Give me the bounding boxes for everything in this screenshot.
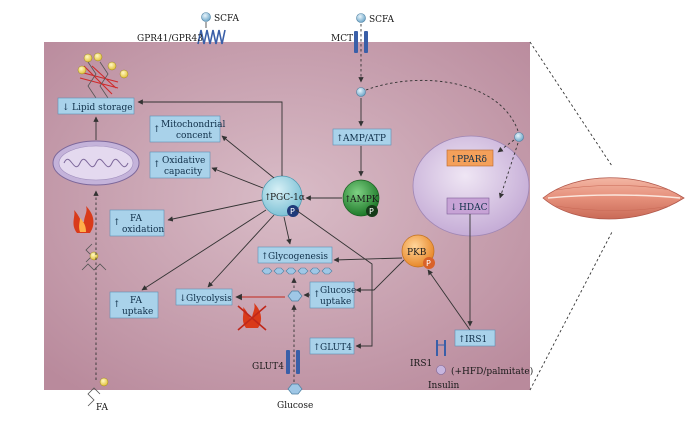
lipid-storage-arrow: ↓ [62,103,70,113]
muscle-icon [542,177,685,220]
glut4-transporter-icon [286,350,300,374]
irs1-to-pkb-arrow [427,269,471,331]
glut4-box [309,337,355,355]
lipid-storage-box [57,97,135,115]
amp-atp-text: AMP/ATP [342,134,386,144]
pgc-to-fauptake-arrow [141,209,267,291]
oxidative-capacity-line1: Oxidative [162,156,205,166]
glut4-transporter-label: GLUT4 [252,362,284,372]
glucose-uptake-box [309,281,355,309]
pgc1a-text: PGC-1α [270,193,305,203]
pkb-text: PKB [407,248,427,258]
scfa-intracellular-ball [356,87,366,97]
glucose-extracellular-icon [287,383,303,395]
ampk-text: AMPK [349,195,379,205]
amp-atp-box [332,128,392,146]
pgc-to-glycogen-arrow [283,216,292,245]
glucose-uptake-line2: uptake [320,297,351,307]
ppar-text: PPARδ [457,155,487,165]
gpr-label: GPR41/GPR43 [137,34,203,44]
mito-concent-line2: concent [176,131,212,141]
nuclear-ball-to-ppar [497,139,515,153]
glycogenesis-arrow: ↑ [261,252,269,262]
mitochondrion-icon [52,140,140,186]
pgc1a-arrow: ↑ [264,193,272,203]
hfd-label: (+HFD/palmitate) [451,366,533,377]
pgc-to-faox-arrow [167,199,263,222]
scfa-right-label: SCFA [369,15,395,25]
pgc-to-mito-arrow [221,135,275,179]
irs1-box-text: IRS1 [465,335,487,345]
mito-concent-arrow: ↑ [153,125,161,135]
ampk-node: ↑ AMPK P [342,179,380,217]
ppar-box [446,149,494,167]
ampk-badge: P [369,207,374,216]
mct-label: MCT [331,34,353,44]
pkb-to-uptake-arrow [355,259,405,293]
pkb-badge: P [426,259,431,268]
irs1-receptor-label: IRS1 [410,359,432,369]
oxidative-capacity-line2: capacity [164,167,203,177]
fa-oxidation-line1: FA [130,214,142,224]
oxidative-capacity-arrow: ↑ [153,160,161,170]
glycolysis-box [175,288,233,306]
mito-concent-box [149,115,221,143]
lipid-storage-text: Lipid storage [72,103,133,113]
pgc-to-glut4-arrow [295,209,373,349]
fa-oxidation-line2: oxidation [122,225,164,235]
flame-icon [73,206,94,233]
ppar-arrow: ↑ [450,155,458,165]
hdac-text: HDAC [459,203,488,213]
fa-extracellular-icon [87,377,109,407]
glycolysis-text: Glycolysis [186,294,232,304]
irs1-box-arrow: ↑ [458,335,466,345]
oxidative-capacity-box [149,151,211,179]
muscle-connector-bottom [529,231,613,391]
pgc-to-oxid-arrow [211,167,264,189]
fa-uptake-arrow: ↑ [113,300,121,310]
flame-crossed-icon [237,303,267,331]
glycogen-chain-icon [261,267,333,275]
fa-label: FA [96,403,108,413]
pgc1a-badge: P [290,207,295,216]
fa-oxidation-arrow: ↑ [113,218,121,228]
insulin-label: Insulin [428,381,460,391]
nucleus [412,135,530,237]
ampk-arrow: ↑ [344,195,352,205]
glucose-uptake-line1: Glucose [320,286,356,296]
glucose-label: Glucose [277,401,313,411]
scfa-nuclear-ball [514,132,524,142]
hdac-arrow: ↓ [450,203,458,213]
mct-transporter-icon [354,13,368,53]
mito-concent-line1: Mitochondrial [161,120,225,130]
fa-uptake-box [109,291,159,319]
fa-oxidation-box [109,209,165,237]
fa-uptake-line2: uptake [122,307,153,317]
hdac-box [446,197,490,215]
scfa-left-label: SCFA [214,14,240,24]
gpr-receptor-icon [197,12,226,45]
pgc-to-glycolysis-arrow [207,214,275,288]
scfa-to-nucleus-dash [365,80,519,132]
irs1-box [454,329,496,347]
pgc1a-node: ↑ PGC-1α P [261,175,305,217]
pkb-node: PKB P [401,234,435,269]
lipid-cluster-icon [77,52,129,99]
glycogenesis-text: Glycogenesis [268,252,328,262]
pkb-to-glycogen-arrow [333,257,403,263]
muscle-connector-top [529,41,613,167]
amp-atp-arrow: ↑ [336,134,344,144]
glucose-intracellular-icon [287,290,303,302]
glycogenesis-box [257,246,333,264]
glut4-box-arrow: ↑ [313,343,321,353]
glut4-box-text: GLUT4 [320,343,352,353]
fa-uptake-line1: FA [130,296,142,306]
glucose-uptake-arrow: ↑ [313,290,321,300]
insulin-receptor-icon [436,340,446,375]
pgc-to-lipid-arrow [137,99,283,176]
glycolysis-arrow: ↓ [179,294,187,304]
